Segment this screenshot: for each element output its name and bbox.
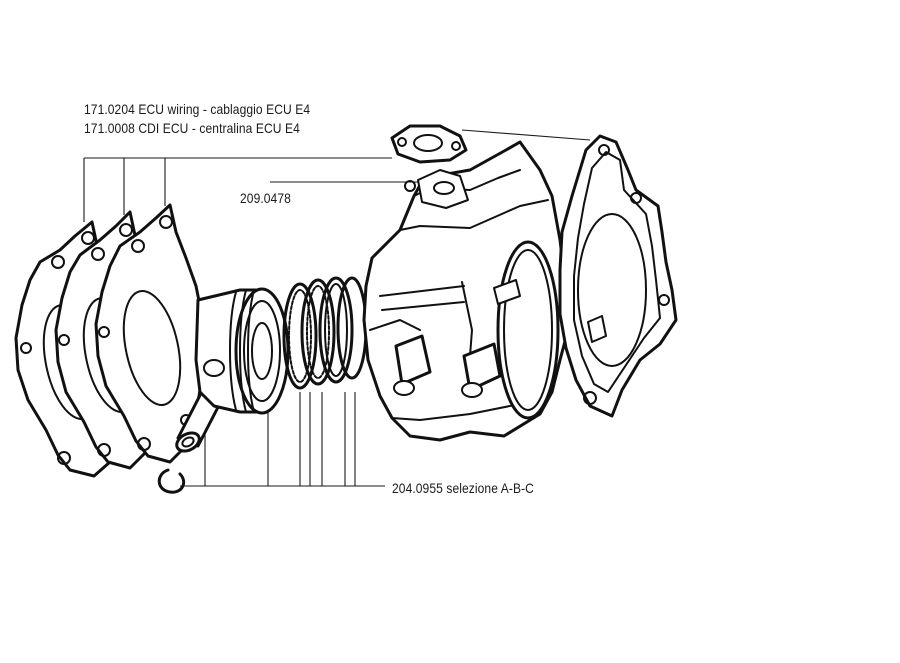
piston-callout: 204.0955 selezione A-B-C — [392, 480, 534, 496]
piston-rings — [282, 276, 368, 390]
cylinder-block — [362, 140, 570, 442]
head-gasket — [558, 134, 678, 418]
ecu-wiring-callout: 171.0204 ECU wiring - cablaggio ECU E4 — [84, 101, 311, 117]
gasket-callout: 209.0478 — [240, 190, 291, 206]
piston — [194, 287, 290, 415]
leader-lines — [83, 129, 591, 487]
cdi-ecu-callout: 171.0008 CDI ECU - centralina ECU E4 — [84, 120, 300, 136]
circlip — [157, 468, 186, 494]
manifold-gasket — [390, 124, 468, 164]
